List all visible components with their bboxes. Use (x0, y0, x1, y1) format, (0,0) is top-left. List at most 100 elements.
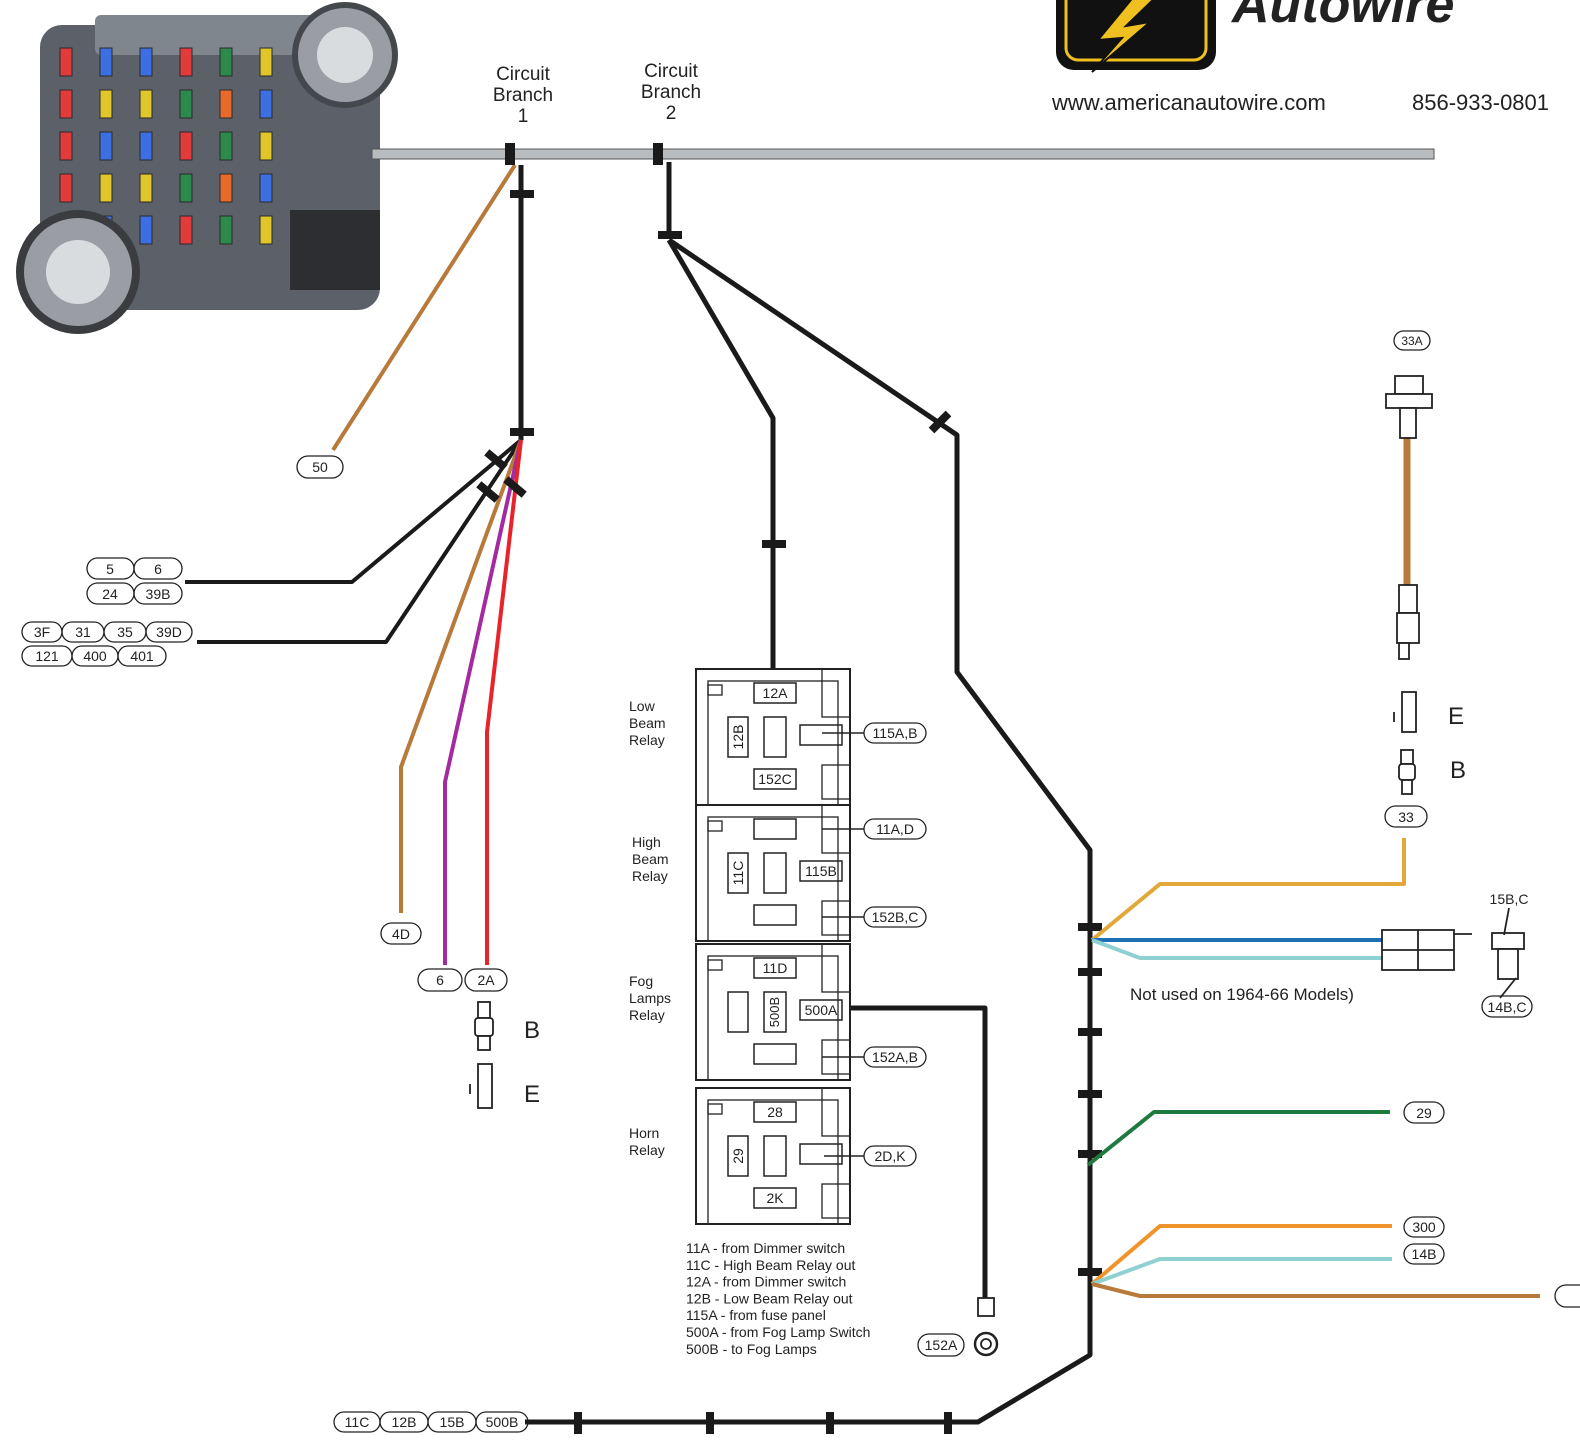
relay-box: 11D 500A 500B 152A,B (695, 943, 927, 1081)
svg-text:24: 24 (102, 586, 118, 602)
svg-text:29: 29 (1416, 1105, 1432, 1121)
relay-terminal-label: 500A (805, 1002, 838, 1018)
svg-text:39B: 39B (146, 586, 171, 602)
legend-line: 12B - Low Beam Relay out (686, 1290, 853, 1306)
wire-14b-c (1091, 938, 1382, 960)
relay-name-label: Fog (629, 973, 653, 989)
fuse (259, 215, 273, 245)
fuse (179, 131, 193, 161)
relay-terminal-label: 2K (766, 1190, 784, 1206)
fuse (99, 89, 113, 119)
fuse (259, 89, 273, 119)
relay-terminal-label: 11D (763, 960, 788, 976)
connector-33a-inline-icon (1396, 584, 1420, 660)
connector-4way-icon (1381, 929, 1472, 971)
svg-text:500B: 500B (486, 1414, 519, 1430)
branch-2-wires (525, 162, 1093, 1425)
legend-line: 500A - from Fog Lamp Switch (686, 1324, 870, 1340)
wire-50 (331, 163, 517, 452)
connectors (469, 375, 1525, 1357)
relay-name-label: Relay (629, 1007, 665, 1023)
relay-terminal-label: 28 (767, 1104, 783, 1120)
legend-line: 11C - High Beam Relay out (686, 1257, 855, 1273)
svg-text:E: E (524, 1081, 540, 1108)
branch-1-label: Circuit Branch 1 (493, 64, 553, 127)
main-harness-bar (371, 148, 1435, 160)
svg-text:12B: 12B (392, 1414, 417, 1430)
fuse (59, 47, 73, 77)
fuse (259, 131, 273, 161)
relay-callout-label: 152B,C (872, 909, 919, 925)
fuse (219, 89, 233, 119)
svg-text:121: 121 (35, 648, 59, 664)
fuse (259, 47, 273, 77)
branch-2-clips (574, 143, 1102, 1434)
svg-text:50: 50 (312, 459, 328, 475)
fuse (99, 131, 113, 161)
fuse (219, 47, 233, 77)
svg-text:14B,C: 14B,C (1488, 999, 1527, 1015)
relay-name-label: Relay (632, 868, 668, 884)
relay-name-label: Beam (632, 851, 669, 867)
lightning-icon (1091, 0, 1155, 73)
relay-name-label: Relay (629, 1142, 665, 1158)
brand-name: Autowire (1230, 0, 1454, 34)
svg-text:3F: 3F (34, 624, 50, 640)
wire-6 (443, 439, 523, 965)
connector-e-right-icon (1393, 691, 1417, 733)
fuse (139, 47, 153, 77)
fuse (139, 131, 153, 161)
relay-callout-label: 11A,D (876, 821, 914, 837)
relay-name-label: Beam (629, 715, 666, 731)
relay-terminal-label: 29 (730, 1148, 746, 1164)
relay-labels: LowBeamRelayHighBeamRelayFogLampsRelayHo… (629, 698, 671, 1158)
fuse (179, 47, 193, 77)
not-used-note: Not used on 1964-66 Models) (1130, 985, 1354, 1004)
svg-text:Branch: Branch (641, 82, 701, 103)
relay-name-label: Low (629, 698, 656, 714)
svg-text:Branch: Branch (493, 85, 553, 106)
phone-text: 856-933-0801 (1412, 90, 1549, 115)
fuse (59, 131, 73, 161)
svg-text:5: 5 (106, 561, 114, 577)
fuse (179, 173, 193, 203)
wire-29 (1086, 1110, 1390, 1167)
svg-text:6: 6 (436, 972, 444, 988)
wire-right-tan (1091, 1282, 1540, 1298)
legend-line: 12A - from Dimmer switch (686, 1274, 846, 1290)
svg-text:1: 1 (518, 106, 529, 127)
relay-terminal-label: 152C (758, 771, 791, 787)
svg-text:B: B (1450, 757, 1466, 784)
website-text: www.americanautowire.com (1051, 90, 1326, 115)
connector-15bc-icon (1491, 907, 1525, 999)
svg-text:2A: 2A (477, 972, 495, 988)
svg-text:35: 35 (117, 624, 133, 640)
fuse (99, 47, 113, 77)
svg-text:152A: 152A (925, 1337, 958, 1353)
connector-letters: E B B E (524, 703, 1466, 1108)
svg-text:15B: 15B (440, 1414, 465, 1430)
branch-1-wires (185, 163, 524, 965)
relay-name-label: High (632, 834, 661, 850)
fuse (139, 173, 153, 203)
fuse (179, 215, 193, 245)
circuit-callouts (21, 330, 1580, 1433)
svg-text:15B,C: 15B,C (1490, 891, 1529, 907)
fuse (99, 173, 113, 203)
fuse-panel-image (16, 2, 398, 334)
callout-50 (296, 455, 344, 479)
relay-name-label: Horn (629, 1125, 659, 1141)
circuit-callout-text: 50 5 6 24 39B 3F 31 35 39D 121 400 401 4… (34, 334, 1529, 1430)
relay-terminal-label: 500B (767, 997, 782, 1027)
relay-callout-label: 152A,B (872, 1049, 918, 1065)
fuse (139, 215, 153, 245)
fuse (259, 173, 273, 203)
connector-e-left-icon (469, 1063, 493, 1109)
relay-terminal-label: 115B (805, 863, 837, 879)
wire-4d (399, 439, 523, 913)
svg-text:Circuit: Circuit (496, 64, 551, 85)
wire-5-6-24-39b (185, 438, 523, 584)
svg-text:300: 300 (1412, 1219, 1436, 1235)
relay-terminal-label: 11C (730, 861, 746, 886)
